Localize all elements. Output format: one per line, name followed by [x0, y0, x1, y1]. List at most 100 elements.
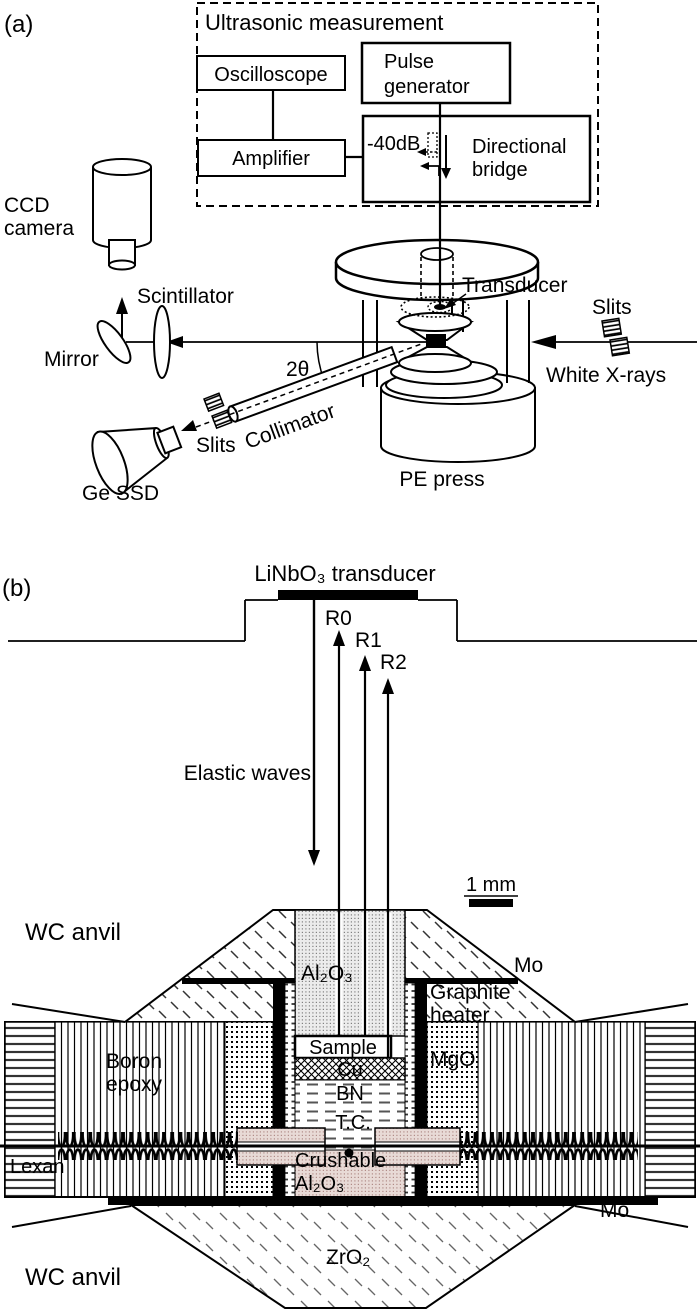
directional-bridge-label-1: Directional [472, 136, 566, 158]
camera-beam-arrowhead [116, 297, 128, 314]
zro2-lower-anvil [127, 1204, 579, 1309]
mo-top-label: Mo [514, 954, 543, 977]
detector-slits-plate-lower [211, 409, 233, 430]
mgo-sleeve-right [426, 1021, 479, 1198]
echo-r1-label: R1 [355, 629, 382, 652]
lower-anvil-base [398, 353, 472, 373]
lexan-label: Lexan [10, 1156, 65, 1178]
camera-top [92, 158, 152, 176]
ccd-label-2: camera [4, 217, 74, 240]
crushable-label-2: Al₂O₃ [295, 1173, 344, 1195]
transducer-callout-label: Transducer [462, 274, 567, 297]
two-theta-label: 2θ [286, 358, 309, 381]
mo-bottom-label: Mo [600, 1199, 629, 1222]
detector-slits-plate-upper [203, 392, 225, 413]
mgo-sleeve-left [224, 1021, 274, 1198]
boron-epoxy-left [54, 1021, 226, 1198]
amplifier-label: Amplifier [232, 148, 310, 170]
scintillator-lens [153, 305, 171, 379]
cu-label: Cu [337, 1059, 363, 1081]
zro2-label: ZrO₂ [326, 1246, 370, 1269]
beam-slits-plate-upper [601, 317, 623, 338]
panel-b-label: (b) [2, 575, 31, 602]
al2o3-buffer-label: Al₂O₃ [301, 962, 353, 985]
scintillator-label: Scintillator [137, 285, 234, 308]
panel-b: (b) LiNbO₃ transducer Elastic waves R0 R… [0, 561, 700, 1309]
thermocouple-coil-left [58, 1132, 238, 1160]
echo-r0-arrowhead [333, 630, 345, 646]
pulse-generator-label-1: Pulse [384, 51, 434, 73]
beam-slits-label: Slits [592, 296, 632, 319]
outgoing-signal-arrowhead [441, 168, 451, 179]
elastic-waves-label: Elastic waves [184, 762, 311, 785]
oscilloscope-box [196, 55, 346, 91]
attenuator-label: -40dB [367, 133, 420, 155]
boron-epoxy-label-1: Boron [106, 1050, 162, 1073]
transducer-ring-dotted [427, 300, 453, 314]
attenuator-symbol [427, 132, 438, 158]
pulse-generator-box [360, 41, 512, 105]
transducer-callout-arrowhead [444, 298, 456, 309]
thermocouple-coil-right [460, 1132, 638, 1160]
camera-neck-bottom [108, 259, 136, 271]
bn-label: BN [336, 1083, 364, 1105]
pe-press-label: PE press [399, 468, 484, 491]
echo-rays [333, 630, 394, 1058]
white-xrays-label: White X-rays [546, 364, 666, 387]
mo-foil-right [405, 978, 518, 984]
mgo-label: MgO [430, 1048, 476, 1071]
ultrasonic-measurement-title: Ultrasonic measurement [205, 10, 443, 35]
echo-r2-label: R2 [380, 651, 407, 674]
directional-bridge-box [361, 114, 592, 204]
beam-slits-plate-lower [609, 336, 631, 357]
ccd-camera [92, 158, 152, 271]
panel-a-label: (a) [4, 11, 33, 38]
mirror-label: Mirror [44, 348, 99, 371]
camera-body [92, 167, 152, 249]
ultrasonic-measurement-box [196, 2, 599, 207]
wc-anvil-top-label: WC anvil [25, 919, 121, 946]
sample-cube [426, 334, 446, 347]
anvil-top-profile [8, 599, 697, 642]
reflected-signal-arrowhead [417, 148, 426, 156]
amplifier-box [197, 139, 346, 177]
upper-anvil-top [398, 312, 472, 332]
diffracted-beam-arrowhead [166, 336, 183, 348]
scale-bar-label: 1 mm [466, 874, 516, 896]
crushable-label-1: Crushable [295, 1150, 386, 1172]
boron-epoxy-right [477, 1021, 646, 1198]
press-base-cylinder [380, 387, 536, 463]
thermocouple-junction [344, 1148, 354, 1158]
lexan-ring-right [644, 1021, 696, 1198]
gasket-bottom-bar [108, 1197, 658, 1205]
scale-bar [469, 899, 513, 907]
detector-slits-label: Slits [196, 434, 236, 457]
pulse-generator-label-2: generator [384, 76, 470, 98]
transducer-dot [434, 304, 446, 310]
ccd-label-1: CCD [4, 194, 50, 217]
boron-epoxy-label-2: epoxy [106, 1073, 163, 1096]
mo-foil-left [182, 978, 295, 984]
detector-axis-dashed-line [195, 342, 425, 428]
anvil-flank-lines [11, 1003, 689, 1228]
anvil-top-face-dotted [400, 296, 470, 318]
graphite-heater-label-2: heater [430, 1004, 490, 1027]
pe-press [334, 238, 540, 463]
echo-r0-label: R0 [325, 607, 352, 630]
linbo3-transducer-label: LiNbO₃ transducer [254, 561, 435, 586]
press-top-hole [420, 247, 454, 261]
white-xray-arrowhead [531, 335, 556, 349]
wc-anvil-bottom-label: WC anvil [25, 1264, 121, 1291]
echo-r2-arrowhead [382, 678, 394, 694]
echo-r1-arrowhead [359, 655, 371, 671]
sample-label: Sample [309, 1037, 377, 1059]
tc-label: T.C. [335, 1112, 371, 1134]
directional-bridge-label-2: bridge [472, 159, 528, 181]
panel-a: (a) Ultrasonic measurement Oscilloscope … [4, 2, 697, 505]
return-signal-arrowhead [420, 162, 429, 170]
ge-ssd-detector [91, 425, 183, 496]
graphite-heater-label-1: Graphite [430, 981, 511, 1004]
press-top-disc [334, 238, 540, 286]
